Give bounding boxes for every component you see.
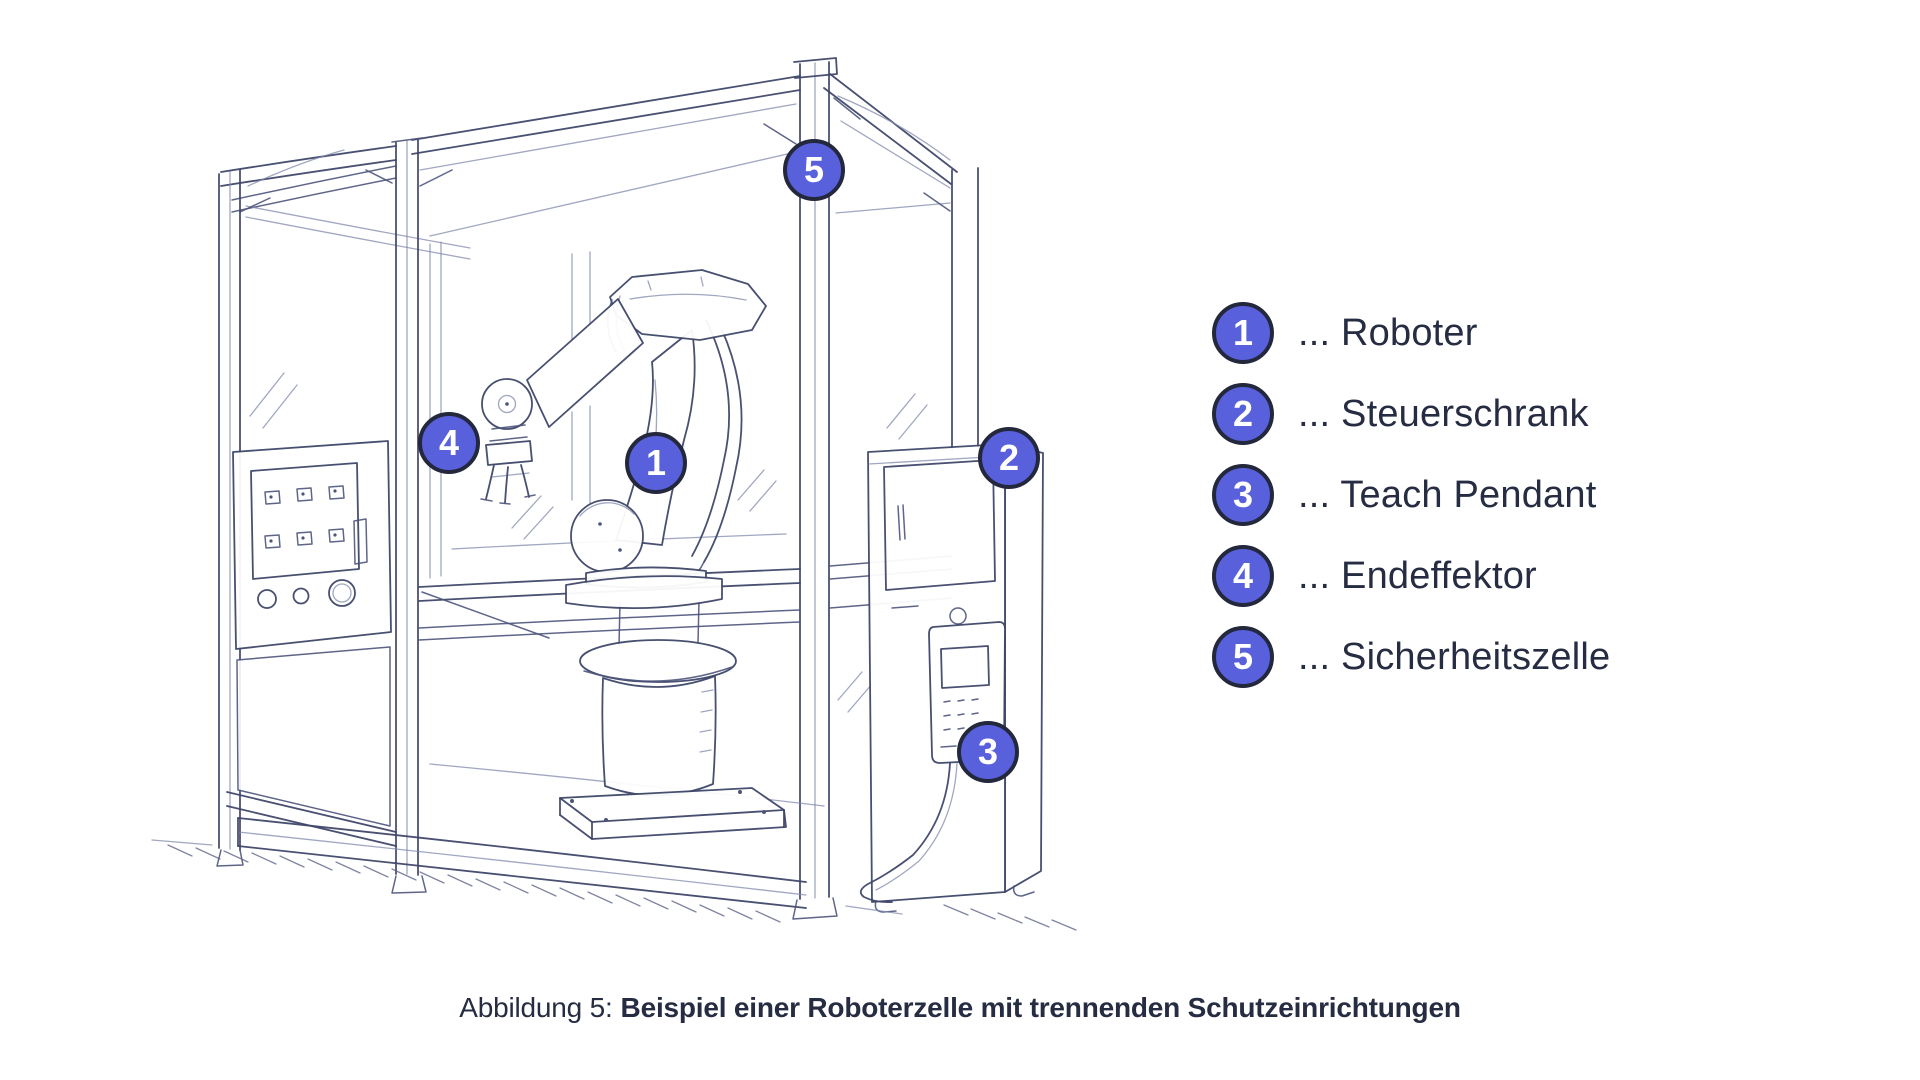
robot-arm-sketch (481, 269, 767, 610)
legend-badge-3-number: 3 (1232, 474, 1254, 515)
pedestal-sketch (559, 599, 787, 840)
legend-item-3: 3 ... Teach Pendant (1212, 464, 1610, 526)
figure-badge-4: 4 (418, 412, 480, 474)
floor-hatching (151, 839, 1077, 931)
glass-reflections (249, 372, 928, 713)
figure-badge-1: 1 (625, 432, 687, 494)
legend-badge-4: 4 (1212, 545, 1274, 607)
legend-badge-5: 5 (1212, 626, 1274, 688)
legend-badge-1-number: 1 (1232, 312, 1254, 353)
figure-badge-3-number: 3 (977, 731, 999, 772)
legend-badge-1: 1 (1212, 302, 1274, 364)
legend-badge-2: 2 (1212, 383, 1274, 445)
legend-item-4: 4 ... Endeffektor (1212, 545, 1610, 607)
caption-prefix: Abbildung 5: (459, 992, 613, 1023)
caption-title: Beispiel einer Roboterzelle mit trennend… (620, 992, 1461, 1023)
figure-badge-2-number: 2 (998, 437, 1020, 478)
figure-caption: Abbildung 5:Beispiel einer Roboterzelle … (0, 992, 1920, 1024)
legend-label-1: ... Roboter (1298, 311, 1478, 354)
control-cabinet-sketch (859, 443, 1044, 913)
legend-badge-3: 3 (1212, 464, 1274, 526)
legend: 1 ... Roboter 2 ... Steuerschrank 3 ... … (1212, 302, 1610, 688)
figure-badge-4-number: 4 (438, 422, 460, 463)
figure-badge-5: 5 (783, 139, 845, 201)
control-panel-sketch (232, 440, 392, 827)
legend-label-4: ... Endeffektor (1298, 554, 1537, 597)
figure-badge-2: 2 (978, 427, 1040, 489)
legend-item-2: 2 ... Steuerschrank (1212, 383, 1610, 445)
figure-badge-3: 3 (957, 721, 1019, 783)
legend-label-5: ... Sicherheitszelle (1298, 635, 1611, 678)
legend-item-5: 5 ... Sicherheitszelle (1212, 626, 1610, 688)
figure-badge-5-number: 5 (803, 149, 825, 190)
figure-badge-1-number: 1 (645, 442, 667, 483)
legend-label-2: ... Steuerschrank (1298, 392, 1589, 435)
legend-badge-5-number: 5 (1232, 636, 1254, 677)
end-effector-sketch (480, 424, 536, 505)
legend-item-1: 1 ... Roboter (1212, 302, 1610, 364)
legend-label-3: ... Teach Pendant (1298, 473, 1597, 516)
safety-cell-frame (216, 57, 979, 920)
legend-badge-4-number: 4 (1232, 555, 1254, 596)
legend-badge-2-number: 2 (1232, 393, 1254, 434)
